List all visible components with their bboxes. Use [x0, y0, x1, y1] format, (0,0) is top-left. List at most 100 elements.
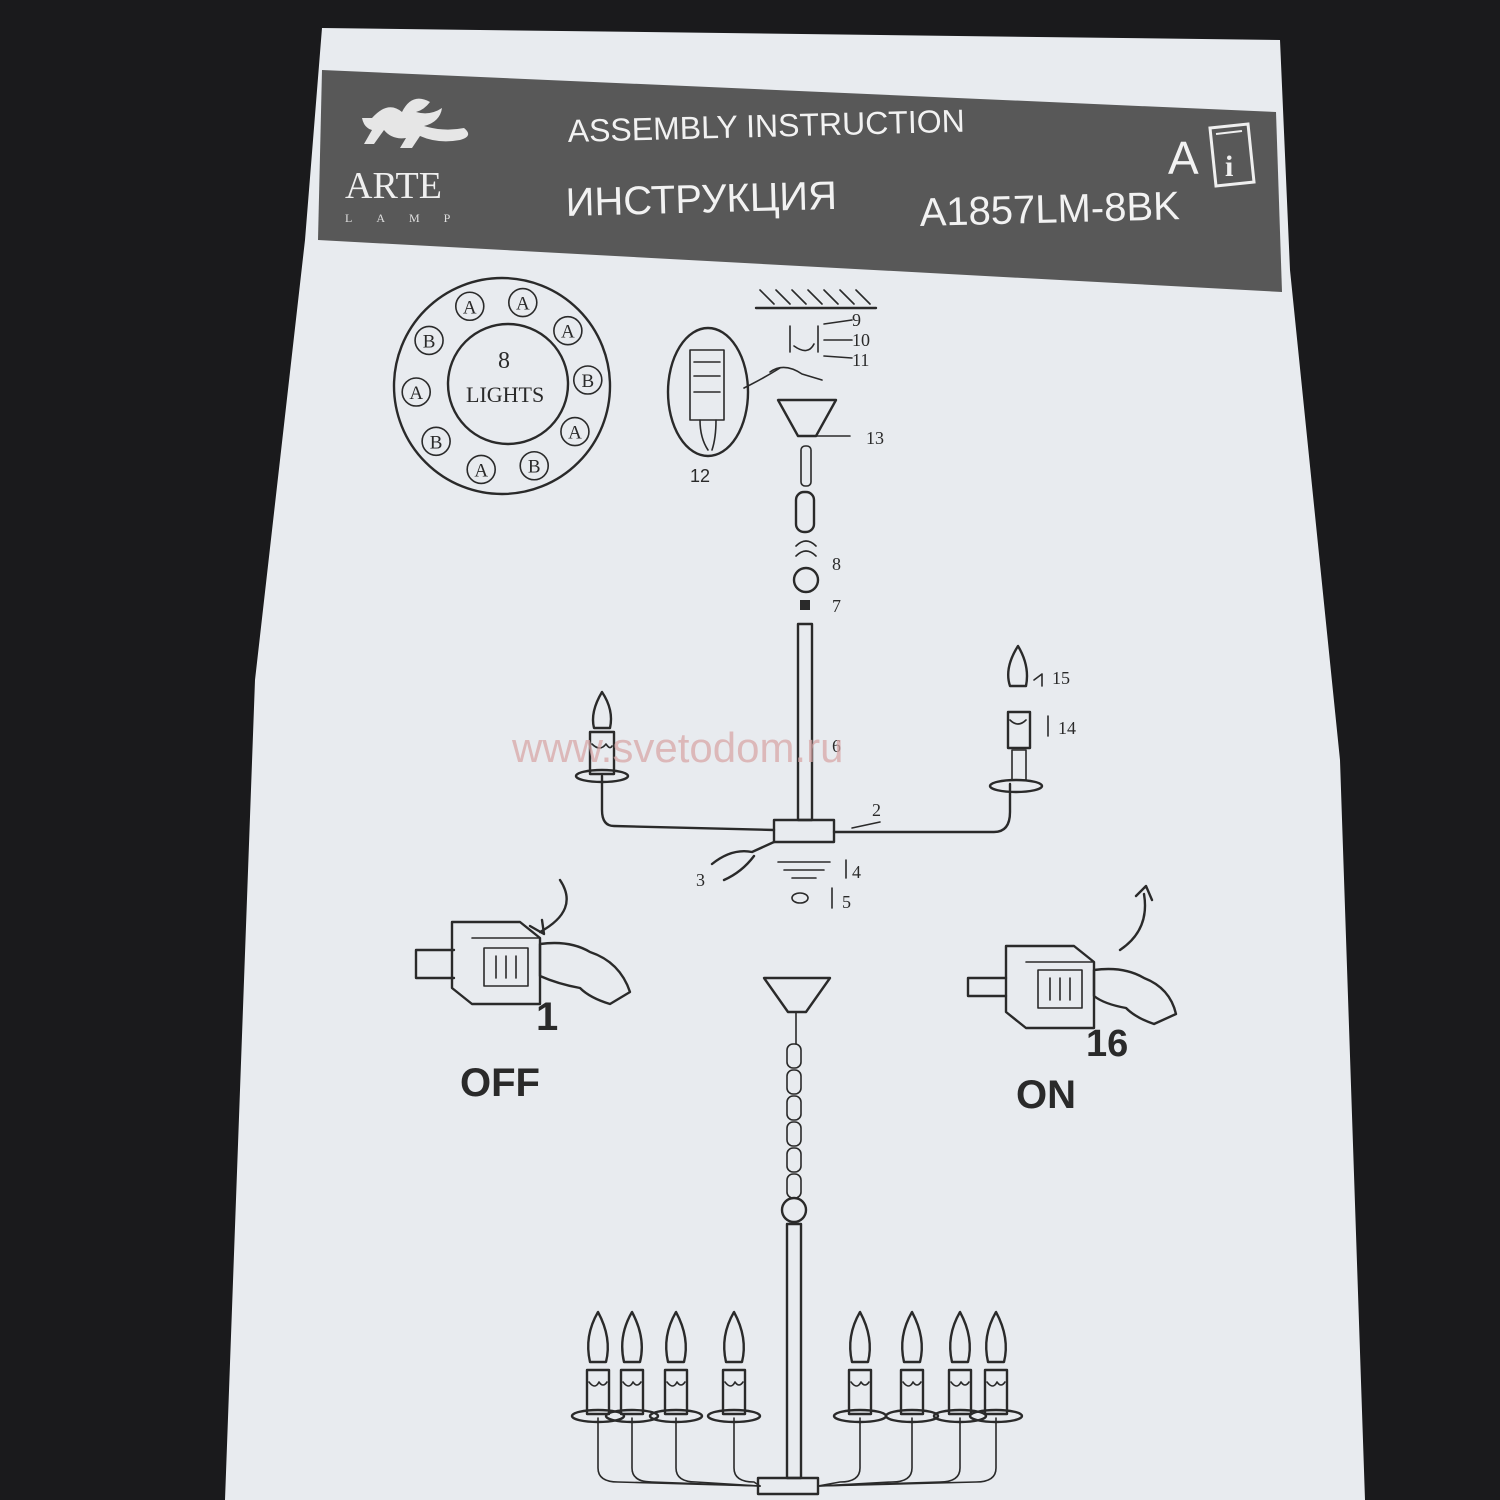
assembled-arms	[570, 1310, 1024, 1487]
candle-bulb	[587, 1310, 609, 1364]
griffin-lion-emblem	[362, 98, 469, 148]
paper-sheet	[225, 28, 1365, 1500]
brand-name: ARTE	[345, 165, 442, 207]
arrow-on	[1118, 884, 1154, 952]
ring-position-circle	[519, 450, 550, 481]
chandelier-arm	[817, 1417, 861, 1487]
chain-link	[786, 1095, 802, 1121]
ring-position-label: B	[581, 371, 594, 392]
ring-position-label: B	[528, 457, 541, 478]
chandelier-arm	[597, 1417, 761, 1487]
right-bulb	[1007, 644, 1029, 688]
chandelier-arm	[675, 1417, 761, 1487]
callout-8: 8	[832, 554, 841, 574]
exploded-fixture: 13 8 7 6 2 14 15 3	[574, 398, 1076, 912]
candle-sleeve	[847, 1368, 873, 1416]
candle-drip	[622, 1381, 642, 1387]
ceiling-mount: 9 10 11	[754, 289, 878, 381]
header-bar: ARTE LAMP ASSEMBLY INSTRUCTION ИНСТРУКЦИ…	[318, 70, 1282, 292]
ring-position-label: B	[423, 331, 436, 352]
callout-14: 14	[1058, 718, 1076, 738]
ring-position-label: A	[516, 294, 530, 315]
manual-book-icon: i	[1208, 122, 1256, 188]
bottom-finial	[791, 892, 809, 904]
callout-3: 3	[696, 870, 705, 890]
callout-2: 2	[872, 800, 881, 820]
chain-link	[786, 1043, 802, 1069]
ring-position-label: A	[463, 297, 477, 318]
callout-4: 4	[852, 862, 861, 882]
chain-link	[786, 1147, 802, 1173]
brand-sub: LAMP	[345, 211, 474, 225]
candle-drip	[724, 1381, 744, 1387]
left-bulb	[591, 690, 613, 730]
ring-outer	[392, 276, 612, 496]
hand-off	[538, 941, 632, 1006]
candle-drip	[902, 1381, 922, 1387]
step-off-number: 1	[536, 995, 558, 1039]
ring-position-circle	[414, 325, 444, 356]
arte-lamp-logo: ARTE LAMP	[345, 98, 474, 225]
ring-count: 8	[498, 348, 510, 374]
candle-bulb	[949, 1310, 971, 1364]
chain-hook	[792, 566, 820, 594]
ring-position-label: A	[409, 383, 423, 404]
chandelier-arm	[817, 1417, 913, 1487]
candle-sleeve	[585, 1368, 611, 1416]
ring-position-circle	[466, 454, 496, 485]
drip-cup	[884, 1408, 940, 1424]
right-arm	[832, 782, 1012, 834]
candle-sleeve	[947, 1368, 973, 1416]
step-on-number: 16	[1086, 1023, 1128, 1065]
title-ru: ИНСТРУКЦИЯ	[565, 174, 837, 225]
drip-cup	[968, 1408, 1024, 1424]
left-candle-sleeve	[588, 730, 616, 776]
ring-position-circle	[454, 291, 485, 322]
ring-position-label: A	[474, 460, 488, 481]
candle-sleeve	[663, 1368, 689, 1416]
drip-cup	[604, 1408, 660, 1424]
chain-link	[794, 490, 816, 534]
candle-bulb	[665, 1310, 687, 1364]
callout-9: 9	[852, 310, 861, 330]
assembled-hook	[780, 1196, 808, 1224]
ring-position-label: A	[568, 423, 582, 444]
info-letter: i	[1225, 150, 1233, 183]
drip-cup	[706, 1408, 762, 1424]
callout-12: 12	[690, 466, 710, 486]
candle-bulb	[849, 1310, 871, 1364]
right-candle-sleeve	[1006, 710, 1032, 750]
candle-sleeve	[899, 1368, 925, 1416]
callout-15: 15	[1052, 668, 1070, 688]
callout-7: 7	[832, 596, 841, 616]
candle-drip	[666, 1381, 686, 1387]
candle-bulb	[723, 1310, 745, 1364]
chandelier-arm	[733, 1417, 761, 1487]
ring-position-circle	[553, 315, 583, 346]
model-number: A1857LM-8BK	[919, 184, 1181, 235]
arrow-off	[528, 878, 568, 936]
ring-position-label: A	[561, 322, 575, 343]
chain-link	[786, 1069, 802, 1095]
wire-connector	[710, 840, 776, 882]
step-on-label: ON	[1016, 1073, 1076, 1117]
ring-label: LIGHTS	[466, 382, 544, 407]
candle-drip	[850, 1381, 870, 1387]
wiring-detail: 12	[666, 326, 781, 486]
switch-on-step: 16 ON	[966, 884, 1178, 1117]
callout-13: 13	[866, 428, 884, 448]
callout-10: 10	[852, 330, 870, 350]
candle-bulb	[985, 1310, 1007, 1364]
callout-6: 6	[832, 736, 841, 756]
step-off-label: OFF	[460, 1061, 540, 1105]
chain-link	[786, 1121, 802, 1147]
ring-inner	[446, 322, 570, 446]
drip-cup	[648, 1408, 704, 1424]
terminal-block	[689, 349, 725, 421]
wiring-leader	[743, 367, 781, 389]
candle-bulb	[621, 1310, 643, 1364]
ring-position-circle	[508, 287, 538, 318]
